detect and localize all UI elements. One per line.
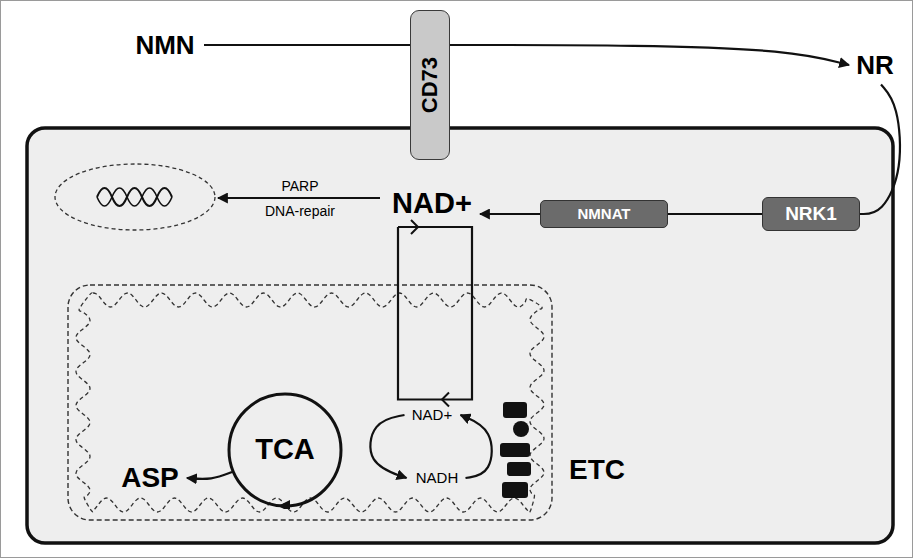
flow-arrow — [860, 85, 900, 215]
enzyme-label: PARP — [281, 179, 318, 194]
flow-arrow — [398, 220, 472, 407]
mitochondrion-outer — [68, 285, 552, 520]
etc-block — [503, 402, 527, 418]
enzyme-label-holder: PARP — [281, 177, 318, 195]
metabolite-name: NAD+ — [392, 188, 472, 220]
flow-arrow — [668, 214, 762, 215]
metabolite-node: NR — [853, 49, 897, 82]
enzyme-box: CD73 — [410, 10, 450, 160]
flow-line — [187, 472, 232, 479]
flow-line — [204, 44, 410, 46]
nucleus-outline — [55, 164, 215, 230]
process-label: DNA-repair — [265, 204, 335, 219]
enzyme-name: CD73 — [418, 57, 442, 113]
metabolite-name: ASP — [121, 463, 179, 494]
cycle-name: TCA — [255, 434, 315, 466]
flow-line — [370, 415, 406, 478]
flow-arrow — [204, 45, 410, 46]
metabolite-node: ASP — [118, 461, 182, 496]
flow-arrow — [461, 415, 492, 478]
etc-complex — [500, 402, 531, 498]
arrow-head — [411, 220, 418, 234]
enzyme-box: NRK1 — [762, 197, 860, 231]
metabolite-node: NADH — [413, 468, 462, 489]
inner-membrane-path — [76, 293, 544, 513]
process-label-holder: DNA-repair — [265, 202, 335, 220]
dna-strand — [97, 188, 172, 206]
flow-line — [398, 227, 472, 400]
cell-outline — [27, 128, 893, 543]
flow-line — [450, 45, 849, 65]
complex-label: ETC — [569, 455, 625, 486]
cycle-circle: TCA — [226, 391, 344, 509]
metabolite-node: NMN — [132, 29, 198, 62]
etc-block — [513, 421, 529, 437]
flow-line — [668, 213, 762, 215]
arrow-head — [442, 393, 449, 407]
metabolite-node: NAD+ — [409, 405, 456, 426]
etc-block — [502, 482, 528, 498]
metabolite-name: NADH — [416, 470, 459, 487]
flow-arrow — [450, 45, 849, 65]
enzyme-box: NMNAT — [540, 200, 668, 228]
parp-arrow — [218, 197, 380, 199]
flow-line — [461, 415, 492, 478]
complex-label-holder: ETC — [569, 455, 625, 486]
cycle-ring — [229, 394, 341, 506]
enzyme-name: NRK1 — [785, 204, 837, 225]
inner-membrane — [76, 293, 544, 513]
metabolite-name: NR — [856, 51, 894, 80]
etc-block — [507, 462, 531, 476]
metabolite-name: NMN — [135, 31, 194, 60]
dna-strand — [97, 188, 172, 206]
flow-arrow — [370, 415, 406, 478]
flow-line — [860, 85, 900, 215]
flow-line — [480, 213, 540, 215]
flow-arrow — [480, 214, 540, 215]
flow-arrow — [187, 472, 232, 479]
etc-block — [500, 443, 530, 457]
cycle-arrow-head — [278, 500, 290, 509]
metabolite-node: NAD+ — [389, 186, 475, 222]
connector-group — [187, 45, 900, 479]
metabolite-name: NAD+ — [412, 407, 452, 424]
enzyme-name: NMNAT — [577, 206, 630, 223]
